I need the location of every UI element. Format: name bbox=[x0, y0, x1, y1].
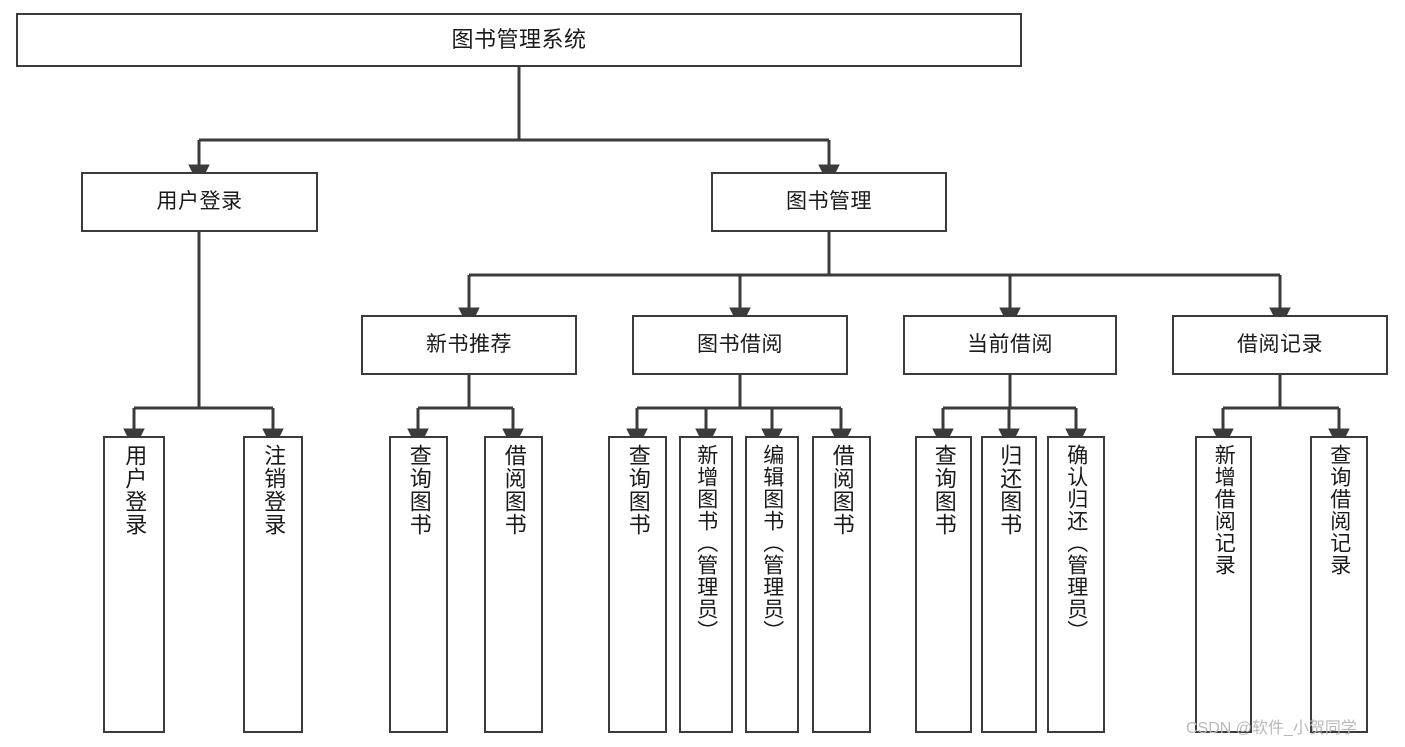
node-leaf-confirm-return[interactable]: 确认归还（管理员） bbox=[1047, 436, 1105, 733]
node-leaf-query-record[interactable]: 查询借阅记录 bbox=[1310, 436, 1368, 733]
node-new-book-recommend-label: 新书推荐 bbox=[426, 332, 512, 356]
node-leaf-query-book-2[interactable]: 查询图书 bbox=[608, 436, 667, 733]
node-leaf-query-book-2-label: 查询图书 bbox=[625, 444, 651, 536]
node-leaf-return-book[interactable]: 归还图书 bbox=[981, 436, 1037, 733]
node-leaf-query-book-1-label: 查询图书 bbox=[406, 444, 432, 536]
node-user-login[interactable]: 用户登录 bbox=[81, 172, 318, 232]
node-leaf-query-book-3[interactable]: 查询图书 bbox=[915, 436, 972, 733]
node-leaf-borrow-book-2[interactable]: 借阅图书 bbox=[812, 436, 871, 733]
node-book-borrow-label: 图书借阅 bbox=[697, 332, 783, 356]
node-leaf-user-login-label: 用户登录 bbox=[122, 444, 148, 536]
node-borrow-record-label: 借阅记录 bbox=[1237, 332, 1323, 356]
node-leaf-borrow-book-1-label: 借阅图书 bbox=[501, 444, 527, 536]
node-borrow-record[interactable]: 借阅记录 bbox=[1172, 315, 1388, 375]
node-leaf-edit-book[interactable]: 编辑图书（管理员） bbox=[745, 436, 799, 733]
node-leaf-borrow-book-1[interactable]: 借阅图书 bbox=[484, 436, 543, 733]
node-book-manage[interactable]: 图书管理 bbox=[711, 172, 947, 232]
node-new-book-recommend[interactable]: 新书推荐 bbox=[361, 315, 577, 375]
node-leaf-confirm-return-label: 确认归还（管理员） bbox=[1064, 444, 1088, 642]
node-current-borrow-label: 当前借阅 bbox=[967, 332, 1053, 356]
node-leaf-add-book[interactable]: 新增图书（管理员） bbox=[679, 436, 733, 733]
node-leaf-logout-label: 注销登录 bbox=[261, 444, 287, 536]
node-leaf-edit-book-label: 编辑图书（管理员） bbox=[760, 444, 784, 642]
csdn-watermark: CSDN @软件_小贺同学 bbox=[1186, 720, 1357, 737]
node-user-login-label: 用户登录 bbox=[156, 189, 243, 213]
node-root-label: 图书管理系统 bbox=[451, 27, 587, 53]
node-leaf-add-record[interactable]: 新增借阅记录 bbox=[1195, 436, 1252, 733]
node-leaf-user-login[interactable]: 用户登录 bbox=[103, 436, 165, 733]
node-root[interactable]: 图书管理系统 bbox=[16, 13, 1022, 67]
node-leaf-add-record-label: 新增借阅记录 bbox=[1212, 444, 1236, 576]
node-leaf-return-book-label: 归还图书 bbox=[997, 444, 1023, 536]
node-leaf-query-book-1[interactable]: 查询图书 bbox=[389, 436, 448, 733]
node-leaf-borrow-book-2-label: 借阅图书 bbox=[829, 444, 855, 536]
node-book-manage-label: 图书管理 bbox=[786, 189, 872, 213]
node-leaf-logout[interactable]: 注销登录 bbox=[243, 436, 303, 733]
node-leaf-add-book-label: 新增图书（管理员） bbox=[694, 444, 718, 642]
node-leaf-query-record-label: 查询借阅记录 bbox=[1327, 444, 1351, 576]
node-leaf-query-book-3-label: 查询图书 bbox=[931, 444, 957, 536]
node-book-borrow[interactable]: 图书借阅 bbox=[632, 315, 848, 375]
node-current-borrow[interactable]: 当前借阅 bbox=[903, 315, 1117, 375]
